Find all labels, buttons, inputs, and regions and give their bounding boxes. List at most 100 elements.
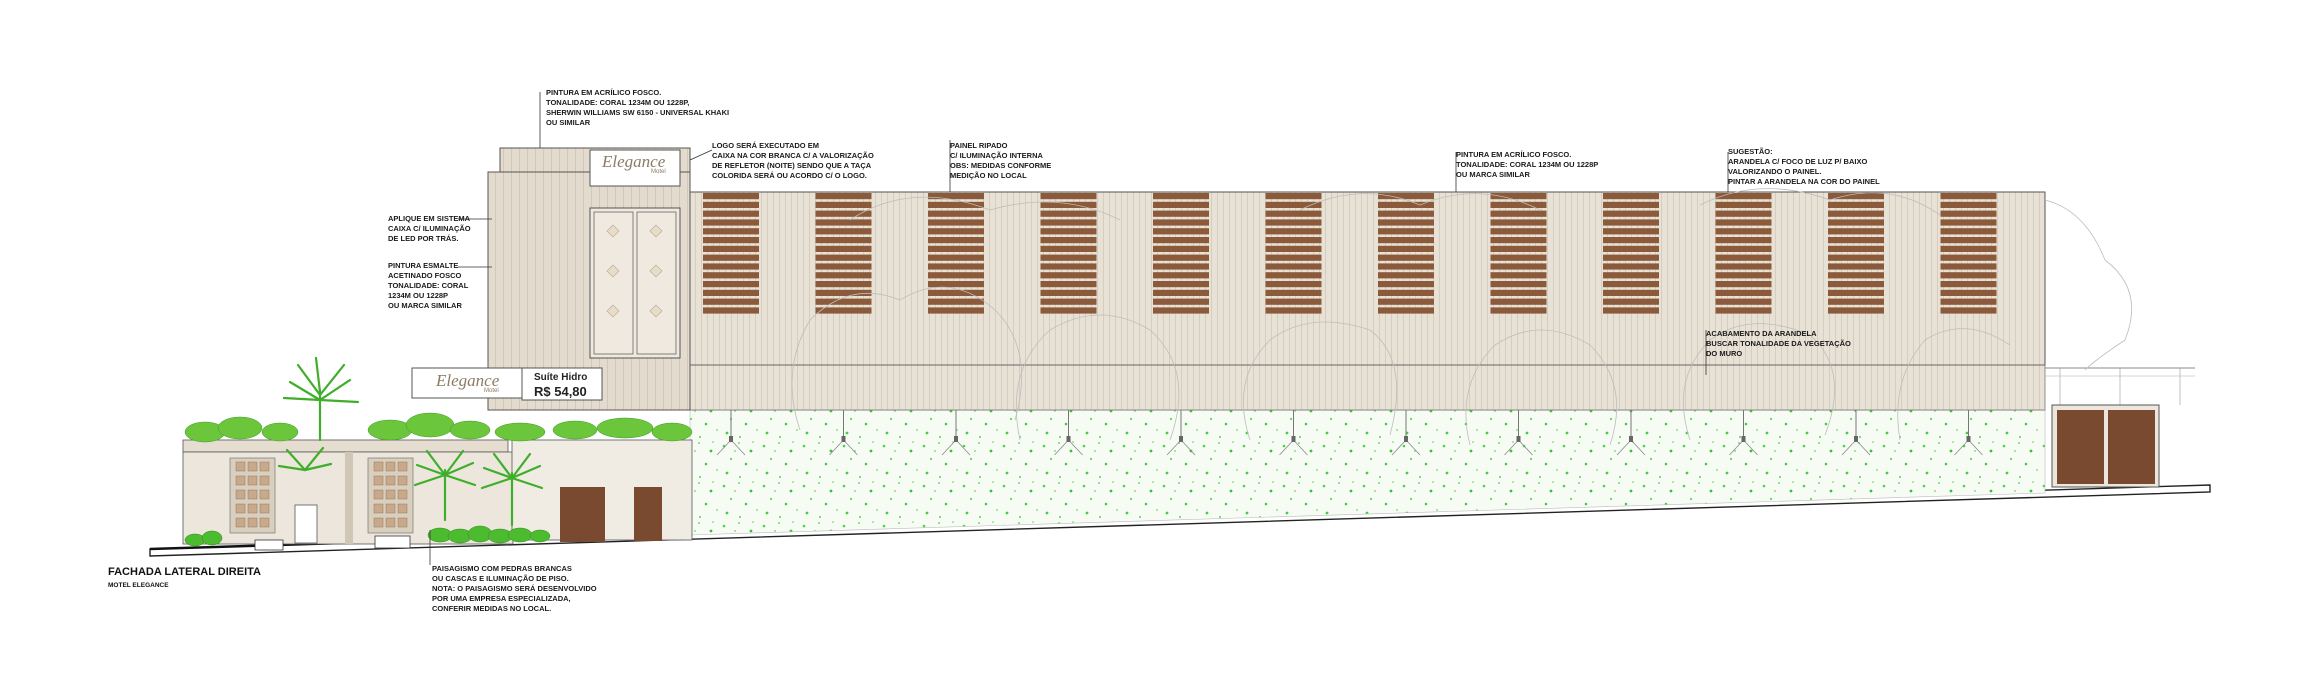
note-pintura-acrilico-muro: PINTURA EM ACRÍLICO FOSCO.TONALIDADE: CO…	[1456, 150, 1598, 180]
slat	[1378, 281, 1434, 288]
wall-lamp	[941, 410, 971, 456]
slat	[1603, 289, 1659, 296]
slat	[1040, 307, 1097, 314]
slat	[1265, 307, 1322, 314]
slat	[703, 272, 759, 279]
slat	[1040, 237, 1097, 244]
slat	[1490, 193, 1547, 200]
note-line: OBS: MEDIDAS CONFORME	[950, 161, 1052, 170]
slat-panel	[928, 193, 984, 314]
suite-sign-board	[521, 367, 603, 401]
slat	[1715, 263, 1772, 270]
slat	[1940, 307, 1997, 314]
slat	[703, 263, 759, 270]
slat	[1828, 228, 1884, 235]
slat	[1490, 237, 1547, 244]
slat	[1940, 281, 1997, 288]
slat	[1603, 298, 1659, 305]
note-line: SHERWIN WILLIAMS SW 6150 - UNIVERSAL KHA…	[546, 108, 730, 117]
slat	[1940, 193, 1997, 200]
slat	[1040, 245, 1097, 252]
wall-lamp	[1616, 410, 1646, 456]
slat	[928, 219, 984, 226]
slat	[1265, 263, 1322, 270]
slat	[1828, 210, 1884, 217]
slat	[1378, 201, 1434, 208]
slat	[1153, 272, 1209, 279]
slat	[1040, 193, 1097, 200]
slat	[1378, 210, 1434, 217]
slat	[928, 307, 984, 314]
note-line: SUGESTÃO:	[1728, 147, 1773, 156]
slat	[1265, 228, 1322, 235]
slat	[1153, 245, 1209, 252]
slat	[1490, 245, 1547, 252]
slat	[1828, 254, 1884, 261]
slat	[1378, 245, 1434, 252]
note-line: C/ ILUMINAÇÃO INTERNA	[950, 151, 1043, 160]
slat	[1828, 245, 1884, 252]
slat	[703, 289, 759, 296]
slat	[703, 307, 759, 314]
note-line: DE REFLETOR (NOITE) SENDO QUE A TAÇA	[712, 161, 872, 170]
slat	[928, 228, 984, 235]
note-line: PINTURA ESMALTE	[388, 261, 459, 270]
lower-logo-text: Elegance	[436, 371, 500, 390]
slat-panel	[1153, 193, 1209, 314]
slat	[1828, 298, 1884, 305]
slat	[1265, 272, 1322, 279]
slat	[1378, 237, 1434, 244]
slat	[815, 201, 872, 208]
slat	[1378, 298, 1434, 305]
note-line: OU CASCAS E ILUMINAÇÃO DE PISO.	[432, 574, 569, 583]
slat	[1265, 289, 1322, 296]
note-line: OU SIMILAR	[546, 118, 591, 127]
slat	[1715, 228, 1772, 235]
slat	[1153, 263, 1209, 270]
slat	[1153, 298, 1209, 305]
slat	[1603, 307, 1659, 314]
slat	[1603, 237, 1659, 244]
slat	[815, 245, 872, 252]
right-gate	[2045, 367, 2195, 488]
note-line: CAIXA NA COR BRANCA C/ A VALORIZAÇÃO	[712, 151, 874, 160]
vegetation	[184, 356, 693, 551]
note-line: BUSCAR TONALIDADE DA VEGETAÇÃO	[1706, 339, 1851, 348]
slat	[1828, 289, 1884, 296]
slat	[1490, 281, 1547, 288]
slat	[815, 298, 872, 305]
note-line: ACETINADO FOSCO	[388, 271, 462, 280]
slat	[703, 228, 759, 235]
slat	[1153, 193, 1209, 200]
slat	[1153, 307, 1209, 314]
slat	[1828, 201, 1884, 208]
wall-lamp	[1504, 410, 1533, 456]
slat	[1603, 210, 1659, 217]
slat	[703, 219, 759, 226]
slat	[928, 245, 984, 252]
slat	[1940, 289, 1997, 296]
note-line: VALORIZANDO O PAINEL.	[1728, 167, 1822, 176]
note-line: TONALIDADE: CORAL	[388, 281, 469, 290]
note-line: NOTA: O PAISAGISMO SERÁ DESENVOLVIDO	[432, 584, 597, 593]
slat	[928, 193, 984, 200]
slat	[703, 237, 759, 244]
tree-outlines	[791, 188, 2132, 446]
slat	[1940, 298, 1997, 305]
slat	[1490, 219, 1547, 226]
slat-panel	[1378, 193, 1434, 314]
note-line: POR UMA EMPRESA ESPECIALIZADA,	[432, 594, 571, 603]
top-logo-subtext: Motel	[651, 169, 666, 175]
slat	[1715, 237, 1772, 244]
slat-panel	[1940, 193, 1997, 314]
slat-blocks-left	[235, 461, 408, 528]
note-line: PINTAR A ARANDELA NA COR DO PAINEL	[1728, 177, 1880, 186]
slat	[1378, 219, 1434, 226]
wall-band	[689, 364, 2046, 411]
leader-lines	[429, 92, 1729, 565]
